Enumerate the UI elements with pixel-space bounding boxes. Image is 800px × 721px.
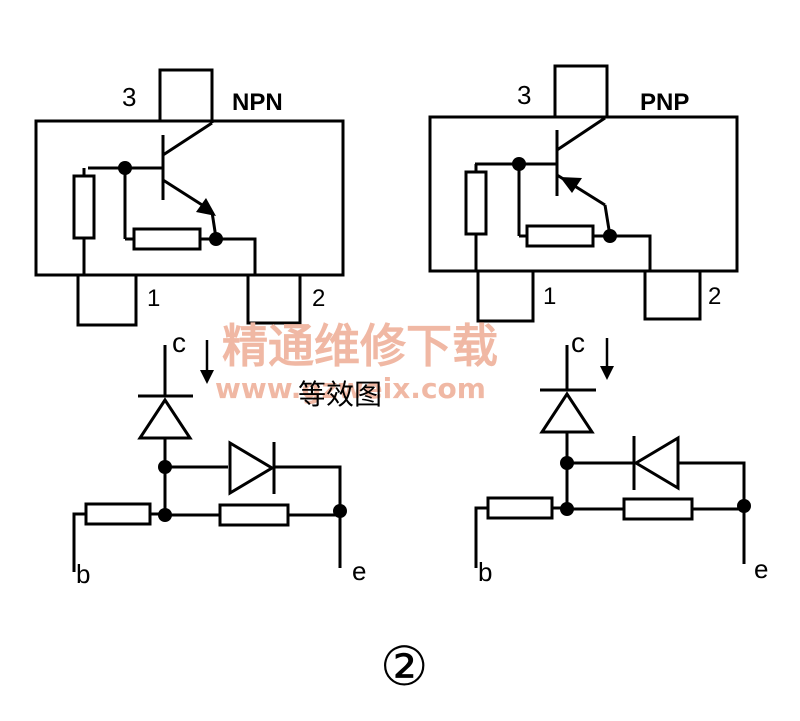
watermark-url: www.gzweix.com xyxy=(215,372,486,405)
pnp-eq-base-resistor xyxy=(486,496,554,520)
npn-emitter-to-pin2 xyxy=(216,237,257,275)
pnp-emitter-to-pin2 xyxy=(610,234,652,271)
pnp-eq-current-arrow xyxy=(600,366,614,380)
npn-emitter-arrow xyxy=(196,198,216,216)
npn-eq-c-label: c xyxy=(172,327,186,358)
pnp-eq-e-label: e xyxy=(754,554,768,584)
npn-pin1-label: 1 xyxy=(147,285,160,312)
pnp-eq-emitter-resistor xyxy=(622,497,694,521)
pnp-pin3-tab xyxy=(553,64,609,119)
pnp-pin1-tab xyxy=(476,269,535,323)
npn-resistor-horizontal xyxy=(132,227,202,251)
npn-eq-b-label: b xyxy=(76,559,90,589)
pnp-pin3-label: 3 xyxy=(517,80,531,110)
figure-number: ② xyxy=(380,637,428,697)
npn-equivalent: c b e xyxy=(72,327,366,589)
npn-pin3-tab xyxy=(158,68,214,123)
pnp-resistor-horizontal xyxy=(525,224,595,248)
pnp-type-label: PNP xyxy=(640,89,689,116)
npn-collector-lead xyxy=(162,121,213,157)
pnp-emitter-arrow xyxy=(560,177,582,193)
pnp-pin2-label: 2 xyxy=(708,283,721,310)
pnp-eq-c-label: c xyxy=(571,327,585,358)
npn-type-label: NPN xyxy=(232,89,283,116)
pnp-equivalent: c b e xyxy=(474,327,768,587)
npn-eq-be-right xyxy=(274,465,342,510)
npn-eq-base-resistor xyxy=(84,502,152,526)
pnp-eq-cb-diode xyxy=(539,391,595,434)
pnp-eq-b-label: b xyxy=(478,557,492,587)
npn-eq-cb-diode xyxy=(137,397,193,440)
pnp-eq-be-diode xyxy=(633,435,680,491)
npn-eq-be-diode xyxy=(228,440,275,496)
npn-pin3-label: 3 xyxy=(122,82,136,112)
npn-eq-e-label: e xyxy=(352,556,366,586)
pnp-collector-lead xyxy=(556,116,606,152)
equivalent-label: 等效图 xyxy=(298,379,382,410)
pnp-pin2-tab xyxy=(643,269,702,321)
npn-eq-b-wire xyxy=(72,512,86,572)
npn-eq-emitter-resistor xyxy=(218,503,290,527)
watermark-title: 精通维修下载 xyxy=(222,319,498,373)
npn-eq-current-arrow xyxy=(200,370,214,384)
npn-pin2-tab xyxy=(246,273,302,325)
npn-resistor-vertical xyxy=(72,174,96,240)
pnp-eq-be-right xyxy=(678,461,746,504)
pnp-eq-b-wire xyxy=(474,506,488,568)
pnp-pin1-label: 1 xyxy=(543,283,556,310)
npn-pin1-tab xyxy=(76,273,138,327)
npn-package: 3 NPN 1 2 xyxy=(34,68,345,327)
npn-pin2-label: 2 xyxy=(312,285,325,312)
pnp-resistor-vertical xyxy=(464,170,488,236)
pnp-package: 3 PNP 1 2 xyxy=(428,64,739,323)
